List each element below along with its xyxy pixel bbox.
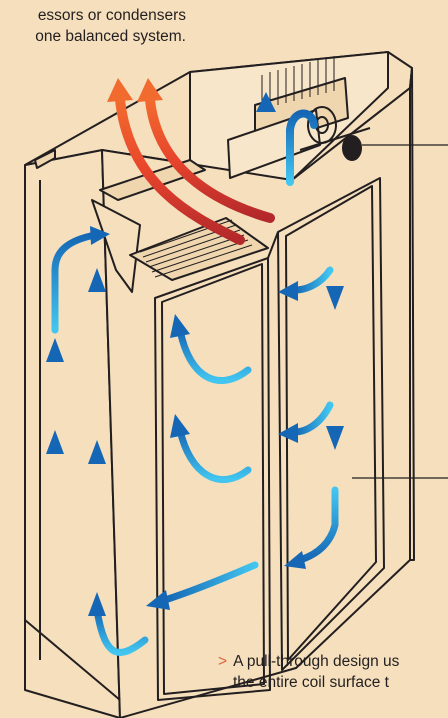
floor-line — [24, 619, 121, 701]
fan-block — [227, 109, 321, 179]
floor-return-arrowhead — [88, 592, 106, 616]
top-caption-line-1: essors or condensers — [37, 7, 186, 24]
wall-up-arrowhead-4 — [88, 268, 106, 292]
wall-up-arrowhead-5 — [88, 440, 106, 464]
refrigeration-line — [299, 127, 371, 151]
hot-air-arrow-2 — [145, 95, 275, 223]
evap-left-arrowhead-1 — [278, 281, 298, 301]
internal-shelf — [91, 199, 141, 293]
floor-return-arrow — [93, 606, 149, 656]
right-door — [277, 177, 385, 671]
hot-air-arrowhead-1 — [107, 78, 133, 102]
callout-lines — [352, 144, 448, 479]
coil-loop-arrow — [286, 109, 318, 186]
door-curl-arrow-1 — [176, 326, 252, 384]
left-door — [154, 257, 271, 701]
evap-bottom-arrow — [296, 486, 339, 564]
bottom-caption-line-2: the entire coil surface t — [218, 672, 448, 693]
floor-left-arrowhead — [146, 590, 170, 610]
bottom-caption: > A pull-through design us the entire coi… — [218, 651, 448, 693]
door-curl-arrowhead-1 — [170, 314, 190, 338]
bullet-marker: > — [218, 653, 228, 670]
hot-air-arrowhead-2 — [137, 78, 163, 102]
bottom-caption-text-1: A pull-through design us — [233, 653, 400, 670]
top-caption-line-2: one balanced system. — [35, 28, 186, 45]
door-divider — [267, 231, 279, 259]
right-side-edge — [409, 67, 415, 561]
evap-down-arrowhead-2 — [326, 426, 344, 450]
left-door-inner — [161, 263, 265, 695]
door-curl-arrow-2 — [176, 426, 252, 484]
wall-up-arrowhead-3 — [46, 430, 64, 454]
top-caption: essors or condensers one balanced system… — [0, 5, 186, 47]
cold-air-flow — [46, 92, 344, 656]
wall-up-arrowhead-2 — [46, 338, 64, 362]
door-curl-arrowhead-2 — [170, 414, 190, 438]
wall-up-arrow-1 — [51, 231, 99, 334]
evap-left-arrowhead-2 — [278, 423, 298, 443]
roof-rail — [34, 149, 56, 169]
evap-bottom-arrowhead — [284, 551, 306, 569]
hot-air-arrow-1 — [115, 95, 245, 245]
bottom-caption-line-1: > A pull-through design us — [218, 651, 448, 672]
right-door-inner — [285, 185, 377, 661]
bottom-caption-text-2: the entire coil surface t — [233, 674, 389, 691]
hot-air-flow — [107, 78, 275, 245]
evap-down-arrowhead-1 — [326, 286, 344, 310]
wall-up-arrowhead-1 — [90, 226, 110, 245]
floor-left-arrow — [161, 561, 259, 604]
coil-up-arrowhead-1 — [256, 92, 276, 112]
